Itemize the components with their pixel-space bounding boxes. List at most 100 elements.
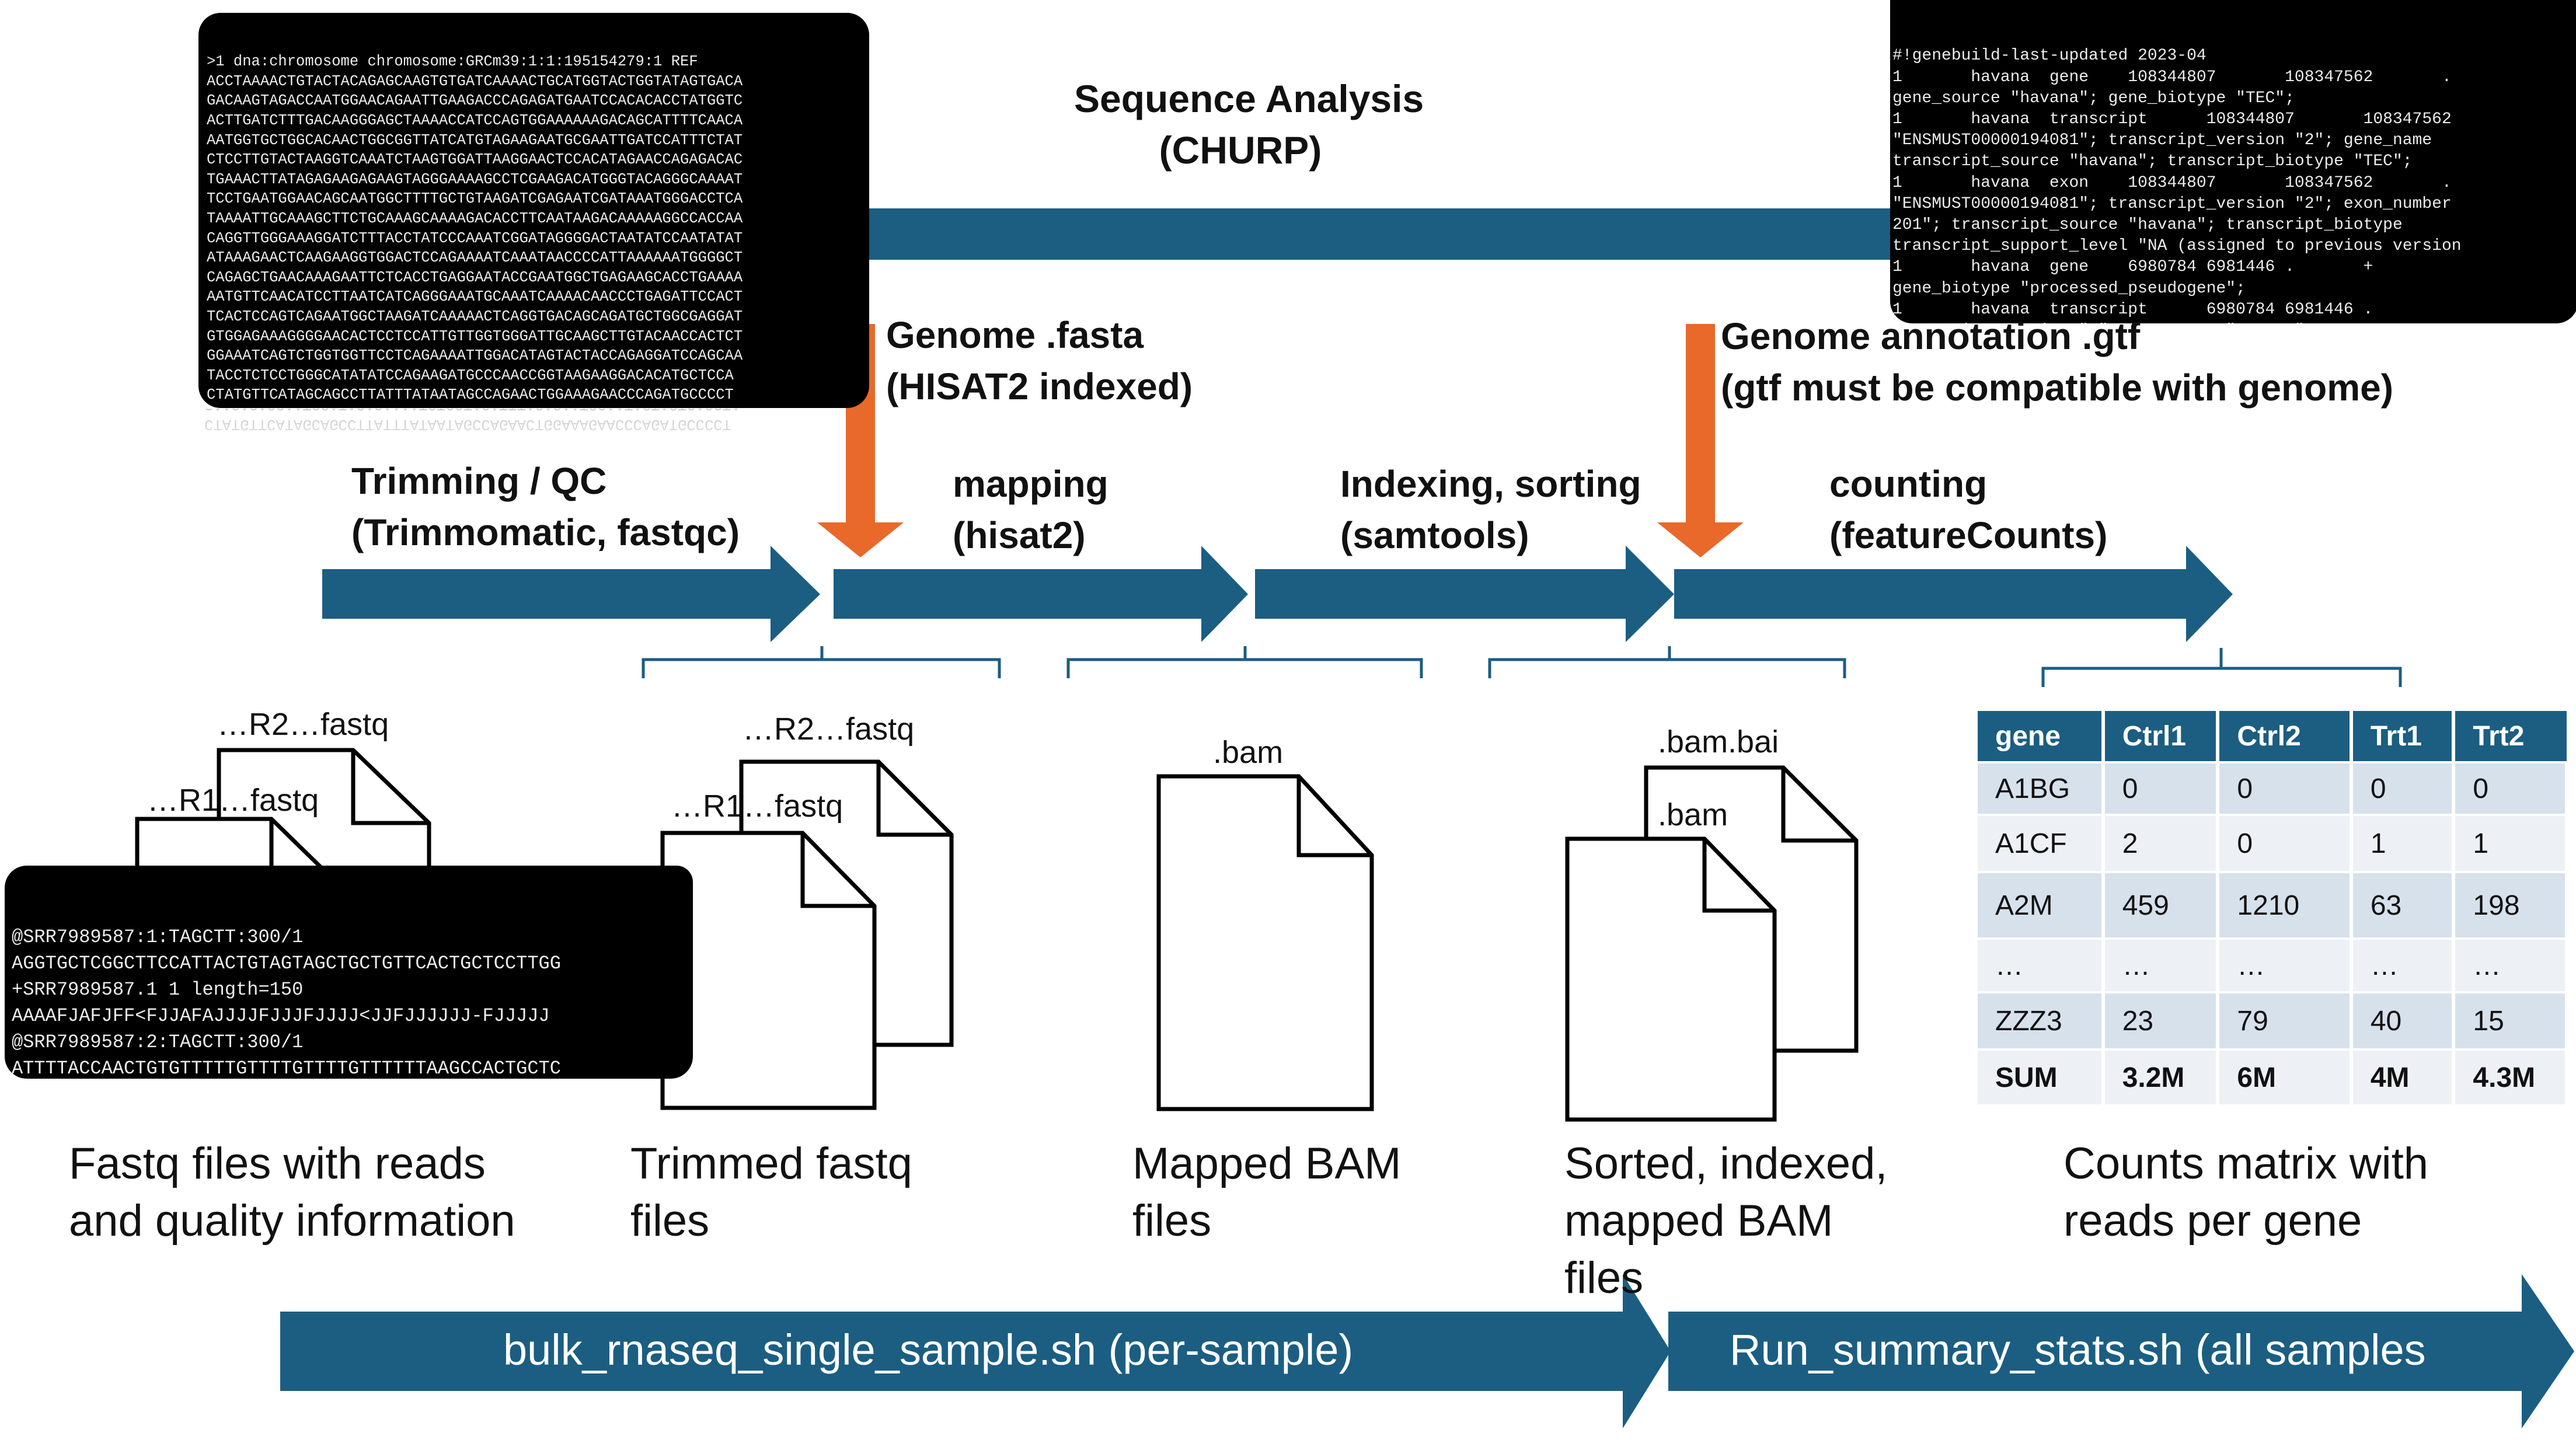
diagram-title: Sequence Analysis (CHURP) [1074,73,1424,176]
table-cell: 2 [2103,814,2220,872]
fasta-sequence-line: ACCTAAAACTGTACTACAGAGCAAGTGTGATCAAAACTGC… [207,72,743,90]
fasta-sequence-line: CAGGTTGGGAAAGGATCTTTACCTATCCCAAATCGGATAG… [207,229,743,247]
table-cell: 0 [2351,761,2456,815]
counts-matrix-table: gene Ctrl1 Ctrl2 Trt1 Trt2 A1BG 0 0 0 0 … [1978,711,2568,1104]
caption-sorted-bam: Sorted, indexed, mapped BAM files [1564,1135,1888,1307]
fastq-terminal-reflection: AA<AFJJAJJFFAFFJ<FJF-AAJJJFJJJJ<AFJJJJJF… [5,1074,686,1109]
churp-bar [835,208,1944,260]
gtf-line: transcript_version "2"; gene_name "Gm744… [1892,320,2576,323]
fasta-sequence-line: GTGGAGAAAGGGGAACACTCCTCCATTGTTGGTGGGATTG… [207,327,743,345]
caption-line: Counts matrix with [2063,1139,2429,1188]
caption-line: Trimmed fastq [630,1139,912,1188]
gtf-line: transcript_support_level "NA (assigned t… [1892,237,2462,256]
step-indexing-label: Indexing, sorting (samtools) [1340,458,1641,561]
raw-r2-label: …R2…fastq [217,707,389,742]
table-cell: … [1978,937,2105,992]
gtf-line: "ENSMUST00000194081"; transcript_version… [1892,194,2452,213]
genome-fasta-terminal: >1 dna:chromosome chromosome:GRCm39:1:1:… [198,13,869,408]
gtf-line: 1 havana exon 108344807 108347562 . [1892,173,2452,192]
bam-label: .bam [1213,735,1284,770]
gtf-annotation-label: Genome annotation .gtf (gtf must be comp… [1721,311,2393,413]
table-cell: 198 [2453,871,2568,939]
all-samples-script-label: Run_summary_stats.sh (all samples [1730,1326,2426,1374]
table-cell: 15 [2453,991,2568,1049]
fastq-line: +SRR7989587.1 1 length=150 [12,979,304,1000]
genome-fasta-label: Genome .fasta (HISAT2 indexed) [886,309,1193,412]
fasta-sequence-line: CAGAGCTGAACAAAGAATTCTCACCTGAGGAATACCGAAT… [207,269,743,286]
gtf-line: transcript_source "havana"; transcript_b… [1892,152,2413,171]
table-cell: 1 [2453,814,2568,872]
fastq-line: @SRR7989587:2:TAGCTT:300/1 [12,1031,304,1053]
all-samples-script-arrow [1668,1274,2574,1428]
fasta-sequence-line: AATGGTGCTGGCACAACTGGCGGTTATCATGTAGAAGAAT… [207,131,743,149]
gtf-line: 1 havana transcript 6980784 6981446 . [1892,300,2373,319]
caption-raw-fastq: Fastq files with reads and quality infor… [69,1135,515,1250]
caption-line: files [1564,1253,1644,1303]
gtf-line: "ENSMUST00000194081"; transcript_version… [1892,131,2432,150]
step-name: Indexing, sorting [1340,463,1641,505]
brace-trimmed [642,646,1001,678]
per-sample-script-arrow [280,1274,1671,1428]
column-header: Ctrl1 [2103,711,2220,762]
column-header: Ctrl2 [2218,711,2353,762]
caption-line: and quality information [69,1196,515,1246]
step-tool: (hisat2) [953,514,1086,556]
fasta-sequence-line: TACCTCTCCTGGGCATATATCCAGAAGATGCCCAACCGGT… [207,367,734,384]
title-line-2: (CHURP) [1159,128,1322,172]
table-cell: 0 [2218,761,2353,815]
table-cell: 1210 [2218,871,2353,939]
table-cell: 459 [2103,871,2220,939]
table-cell: SUM [1978,1048,2105,1104]
gtf-line: 201"; transcript_source "havana"; transc… [1892,216,2403,235]
fasta-sequence-line: TGAAACTTATAGAGAAGAGAAGTAGGGAAAAGCCTCGAAG… [207,170,743,188]
fastq-line: AAAAFJAFJFF<FJJAFAJJJJFJJJFJJJJ<JJFJJJJJ… [12,1005,550,1027]
step-mapping-label: mapping (hisat2) [953,458,1109,561]
table-row: A1CF 2 0 1 1 [1978,814,2568,872]
column-header: Trt2 [2453,711,2567,762]
table-cell: 3.2M [2103,1048,2220,1104]
caption-line: Fastq files with reads [69,1139,486,1188]
caption-line: reads per gene [2063,1196,2362,1246]
reflection-line: CAACAGAGGAATGGATACAGAAAATGTGGTACATTTACAC… [204,409,858,414]
arrow-trimming [322,546,820,642]
brace-mapped [1066,646,1423,678]
caption-line: files [1132,1196,1212,1246]
step-trimming-label: Trimming / QC (Trimmomatic, fastqc) [351,455,740,558]
fasta-sequence-line: TCACTCCAGTCAGAATGGCTAAGATCAAAAACTCAGGTGA… [207,308,743,325]
table-cell: 23 [2103,991,2220,1049]
fasta-sequence-line: ATAAAGAACTCAAGAAGGTGGACTCCAGAAAATCAAATAA… [207,249,743,267]
sorted-bam-file-icon [1565,836,1777,1122]
table-row: A1BG 0 0 0 0 [1978,761,2568,815]
table-cell: … [2218,937,2353,992]
fastq-line: AGGTGCTCGGCTTCCATTACTGTAGTAGCTGCTGTTCACT… [12,953,561,974]
step-name: mapping [953,463,1109,505]
table-cell: ZZZ3 [1978,991,2105,1049]
table-cell: 79 [2218,991,2353,1049]
table-row: A2M 459 1210 63 198 [1978,871,2568,939]
arrow-mapping [834,546,1248,642]
table-cell: 4M [2351,1048,2456,1104]
step-name: counting [1829,463,1988,505]
fasta-sequence-line: TAAAATTGCAAAGCTTCTGCAAAGCAAAAGACACCTTCAA… [207,210,743,227]
gtf-line: 1 havana gene 6980784 6981446 . + [1892,258,2373,277]
caption-mapped-bam: Mapped BAM files [1132,1135,1401,1250]
fastq-line: ATTTTACCAACTGTGTTTTTGTTTTGTTTTGTTTTTTAAG… [12,1058,561,1079]
gtf-line: 1 havana gene 108344807 108347562 . [1892,68,2452,86]
step-name: Trimming / QC [351,460,607,502]
step-tool: (Trimmomatic, fastqc) [351,511,740,553]
fastq-line: @SRR7989587:1:TAGCTT:300/1 [12,926,304,948]
fasta-sequence-line: CTCCTTGTACTAAGGTCAAATCTAAGTGGATTAAGGAACT… [207,151,743,169]
gtf-line: #!genebuild-last-updated 2023-04 [1892,47,2206,65]
step-counting-label: counting (featureCounts) [1829,458,2107,561]
trim-r2-label: …R2…fastq [743,712,915,747]
arrow-indexing [1255,546,1674,642]
table-row: … … … … … [1978,937,2568,992]
table-cell: … [2453,937,2568,992]
table-header-row: gene Ctrl1 Ctrl2 Trt1 Trt2 [1978,711,2567,762]
genome-input-arrow [817,324,904,557]
table-cell: … [2103,937,2220,992]
fasta-sequence-line: GGAAATCAGTCTGGTGGTTCCTCAGAAAATTGGACATAGT… [207,347,743,365]
step-tool: (samtools) [1340,514,1529,556]
table-cell: 0 [2103,761,2220,815]
